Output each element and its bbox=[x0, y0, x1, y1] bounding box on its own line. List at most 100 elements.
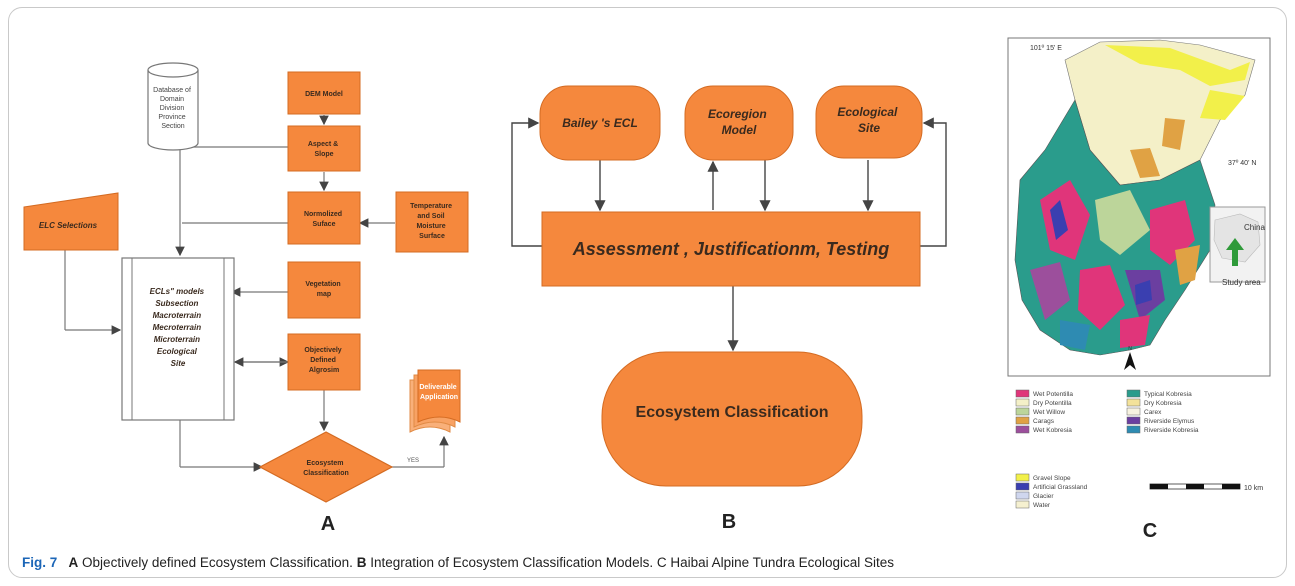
legend-swatch bbox=[1015, 425, 1030, 434]
caption-a-marker: A bbox=[68, 555, 79, 570]
legend-swatch bbox=[1015, 398, 1030, 407]
temp-line-2: and Soil bbox=[417, 213, 444, 220]
ecosystem-classification-diamond: Ecosystem Classification bbox=[258, 431, 394, 503]
legend-swatch bbox=[1126, 407, 1141, 416]
db-line-3: Division bbox=[160, 105, 185, 112]
ecoregion-line-2: Model bbox=[722, 123, 757, 137]
inset-study-area: Study area bbox=[1222, 278, 1261, 287]
legend-label: Typical Kobresia bbox=[1144, 391, 1192, 398]
figure-label: Fig. 7 bbox=[22, 555, 58, 570]
deliverable-line-1: Deliverable bbox=[419, 384, 456, 391]
aspect-slope-box: Aspect & Slope bbox=[287, 125, 361, 172]
ecl-models-box: ECLs" models Subsection Macroterrain Mec… bbox=[121, 257, 235, 421]
dem-model-box: DEM Model bbox=[287, 71, 361, 115]
caption-b-text: Integration of Ecosystem Classification … bbox=[370, 555, 654, 570]
db-line-5: Section bbox=[161, 123, 184, 130]
bailey-label: Bailey 's ECL bbox=[562, 116, 638, 130]
svg-text:Database of Domain: Database of Domain Division Province Sec… bbox=[153, 87, 193, 130]
legend-label: Dry Kobresia bbox=[1144, 400, 1182, 407]
ecosite-line-1: Ecological bbox=[837, 105, 898, 119]
scale-label: 10 km bbox=[1244, 485, 1263, 492]
longitude-label: 101º 15' E bbox=[1030, 45, 1062, 52]
vegetation-map-box: Vegetation map bbox=[287, 261, 361, 319]
svg-text:Ecoregion Model: Ecoregion Model bbox=[708, 107, 770, 137]
legend-swatch bbox=[1015, 416, 1030, 425]
svg-text:Aspect & Slope: Aspect & Slope bbox=[308, 141, 340, 158]
objectively-defined-box: Objectively Defined Algrosim bbox=[287, 333, 361, 391]
caption-a-text: Objectively defined Ecosystem Classifica… bbox=[82, 555, 353, 570]
temperature-soil-box: Temperature and Soil Moisture Surface bbox=[395, 191, 469, 253]
svg-text:Temperature and Soil: Temperature and Soil Moisture Surface bbox=[410, 203, 454, 240]
deliverable-line-2: Application bbox=[420, 394, 458, 401]
legend-label: Water bbox=[1033, 502, 1051, 509]
elc-selections-label: ELC Selections bbox=[39, 221, 98, 230]
database-cylinder: Database of Domain Division Province Sec… bbox=[147, 62, 199, 151]
legend-swatch bbox=[1126, 389, 1141, 398]
panel-a: Database of Domain Division Province Sec… bbox=[23, 62, 469, 535]
svg-text:ECLs" models Subsectio: ECLs" models Subsection Macroterrain Mec… bbox=[150, 287, 207, 368]
svg-text:Normolized Suface: Normolized Suface bbox=[304, 211, 344, 228]
ecosystem-classification-label: Ecosystem Classification bbox=[636, 404, 829, 421]
obj-line-3: Algrosim bbox=[309, 367, 339, 374]
caption-b-marker: B bbox=[356, 555, 367, 570]
caption-c-text: C Haibai Alpine Tundra Ecological Sites bbox=[656, 555, 894, 570]
legend-label: Dry Potentilla bbox=[1033, 400, 1072, 407]
panel-c: China Study area 101º 15' E 37º 40' N N … bbox=[1007, 37, 1271, 542]
legend-label: Glacier bbox=[1033, 493, 1054, 500]
north-arrow-icon: N bbox=[1124, 346, 1136, 370]
legend-swatch bbox=[1015, 389, 1030, 398]
legend-label: Carex bbox=[1144, 409, 1162, 416]
obj-line-1: Objectively bbox=[304, 347, 341, 354]
legend-swatch bbox=[1015, 407, 1030, 416]
ecoregion-model-box: Ecoregion Model bbox=[684, 85, 794, 161]
legend-swatch bbox=[1126, 416, 1141, 425]
aspect-line-2: Slope bbox=[314, 151, 333, 158]
deliverable-application-doc: Deliverable Application bbox=[409, 369, 461, 433]
inset-country: China bbox=[1244, 223, 1265, 232]
veg-line-1: Vegetation bbox=[305, 281, 340, 288]
normalized-line-1: Normolized bbox=[304, 211, 342, 218]
diamond-line-2: Classification bbox=[303, 470, 349, 477]
legend-label: Riverside Kobresia bbox=[1144, 427, 1199, 434]
normalized-surface-box: Normolized Suface bbox=[287, 191, 361, 245]
legend-swatch bbox=[1015, 491, 1030, 500]
figure-caption: Fig. 7 A Objectively defined Ecosystem C… bbox=[22, 555, 1277, 570]
legend-swatch bbox=[1015, 500, 1030, 509]
veg-line-2: map bbox=[317, 291, 331, 298]
legend-label: Artificial Grassland bbox=[1033, 484, 1088, 491]
models-line-7: Site bbox=[171, 359, 186, 368]
aspect-line-1: Aspect & bbox=[308, 141, 338, 148]
models-line-6: Ecological bbox=[157, 347, 198, 356]
legend-swatch bbox=[1015, 482, 1030, 491]
legend-swatch bbox=[1015, 473, 1030, 482]
china-inset: China Study area bbox=[1209, 206, 1266, 287]
temp-line-1: Temperature bbox=[410, 203, 452, 210]
dem-model-label: DEM Model bbox=[305, 91, 343, 98]
svg-text:Deliverable Applicatio: Deliverable Application bbox=[419, 384, 458, 401]
db-line-4: Province bbox=[158, 114, 185, 121]
legend-label: Wet Willow bbox=[1033, 409, 1065, 416]
latitude-label: 37º 40' N bbox=[1228, 160, 1256, 167]
svg-text:Ecological Site: Ecological Site bbox=[837, 105, 900, 135]
north-label: N bbox=[1128, 346, 1132, 352]
assessment-label: Assessment , Justificationm, Testing bbox=[572, 239, 889, 259]
study-area-map bbox=[1014, 39, 1256, 356]
bailey-ecl-box: Bailey 's ECL bbox=[539, 85, 661, 161]
legend-swatch bbox=[1126, 398, 1141, 407]
ecosystem-classification-box: Ecosystem Classification bbox=[601, 351, 863, 487]
panel-b-letter: B bbox=[722, 511, 736, 533]
ecoregion-line-1: Ecoregion bbox=[708, 107, 767, 121]
svg-text:Objectively Defined: Objectively Defined Algrosim bbox=[304, 347, 343, 374]
models-line-2: Subsection bbox=[155, 299, 198, 308]
assessment-box: Assessment , Justificationm, Testing bbox=[541, 211, 921, 287]
obj-line-2: Defined bbox=[310, 357, 336, 364]
temp-line-3: Moisture bbox=[416, 223, 445, 230]
ecological-site-box: Ecological Site bbox=[815, 85, 923, 159]
legend-label: Carags bbox=[1033, 418, 1055, 425]
legend-label: Wet Kobresia bbox=[1033, 427, 1072, 434]
elc-selections-box: ELC Selections bbox=[23, 192, 119, 251]
ecosite-line-2: Site bbox=[858, 121, 880, 135]
svg-text:Ecosystem Classificati: Ecosystem Classification bbox=[303, 460, 349, 477]
models-line-4: Mecroterrain bbox=[153, 323, 202, 332]
